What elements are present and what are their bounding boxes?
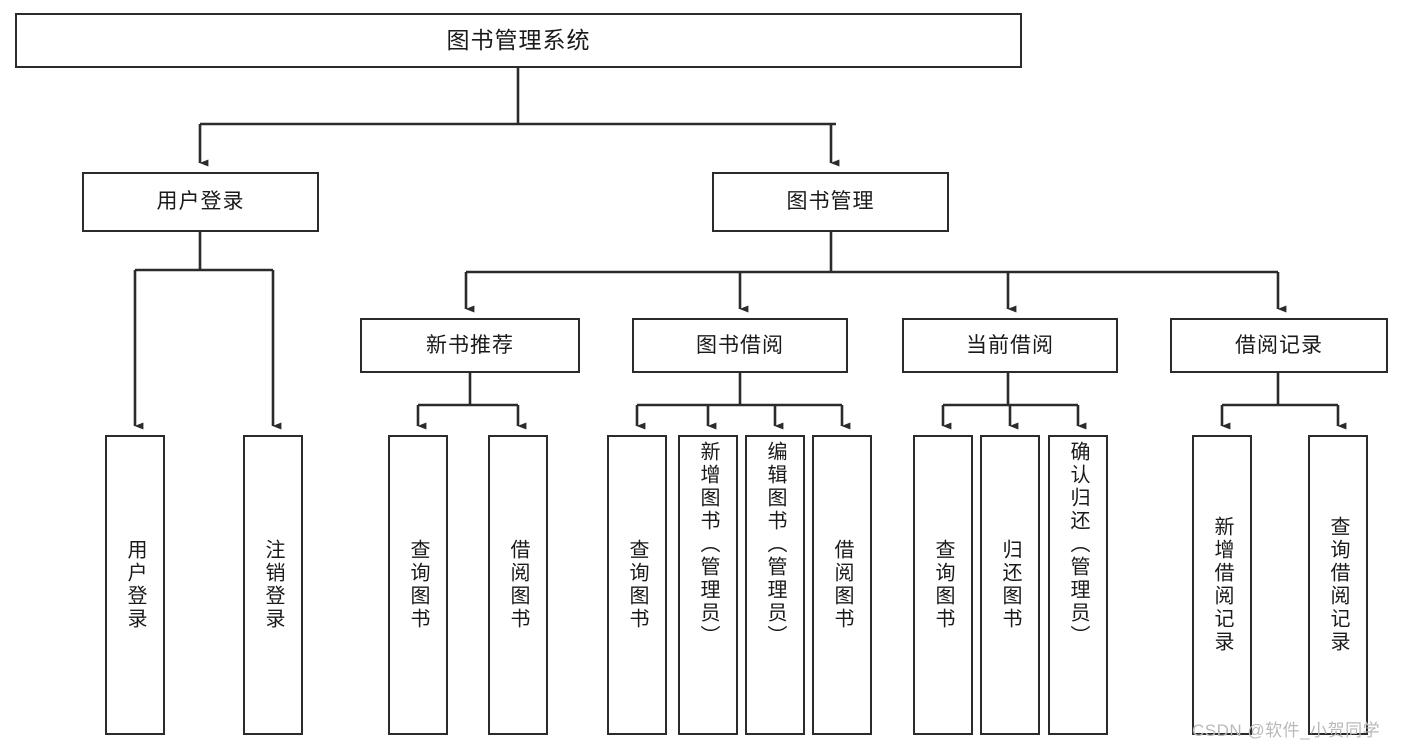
node-label: 借阅记录	[1235, 333, 1323, 357]
node-label: 借阅图书	[831, 539, 853, 631]
node-label: 新增借阅记录	[1211, 516, 1233, 654]
node-label: 查询图书	[626, 539, 648, 631]
node-label: 确认归还（管理员）	[1067, 441, 1089, 648]
node-borrow-record[interactable]: 借阅记录	[1170, 318, 1388, 373]
node-leaf-query-book-2[interactable]: 查询图书	[607, 435, 667, 735]
node-user-login[interactable]: 用户登录	[82, 172, 319, 232]
node-leaf-add-book-admin[interactable]: 新增图书（管理员）	[678, 435, 738, 735]
node-leaf-query-book-3[interactable]: 查询图书	[913, 435, 973, 735]
node-new-book-recommend[interactable]: 新书推荐	[360, 318, 580, 373]
node-label: 编辑图书（管理员）	[764, 441, 786, 648]
node-label: 当前借阅	[966, 333, 1054, 357]
node-leaf-return-book[interactable]: 归还图书	[980, 435, 1040, 735]
node-root-book-management-system[interactable]: 图书管理系统	[15, 13, 1022, 68]
node-label: 归还图书	[999, 539, 1021, 631]
node-leaf-borrow-book-2[interactable]: 借阅图书	[812, 435, 872, 735]
node-leaf-confirm-return-admin[interactable]: 确认归还（管理员）	[1048, 435, 1108, 735]
node-label: 注销登录	[262, 539, 284, 631]
node-label: 借阅图书	[507, 539, 529, 631]
node-leaf-edit-book-admin[interactable]: 编辑图书（管理员）	[745, 435, 805, 735]
node-label: 查询图书	[407, 539, 429, 631]
node-leaf-borrow-book-1[interactable]: 借阅图书	[488, 435, 548, 735]
node-leaf-query-book-1[interactable]: 查询图书	[388, 435, 448, 735]
node-label: 新增图书（管理员）	[697, 441, 719, 648]
node-book-borrow[interactable]: 图书借阅	[632, 318, 848, 373]
node-leaf-logout[interactable]: 注销登录	[243, 435, 303, 735]
node-label: 用户登录	[156, 190, 245, 214]
node-label: 图书管理	[786, 190, 875, 214]
node-label: 查询图书	[932, 539, 954, 631]
node-book-manage[interactable]: 图书管理	[712, 172, 949, 232]
node-leaf-add-borrow-record[interactable]: 新增借阅记录	[1192, 435, 1252, 735]
node-leaf-query-borrow-record[interactable]: 查询借阅记录	[1308, 435, 1368, 735]
node-current-borrow[interactable]: 当前借阅	[902, 318, 1118, 373]
node-label: 查询借阅记录	[1327, 516, 1349, 654]
node-label: 用户登录	[124, 539, 146, 631]
node-leaf-user-login[interactable]: 用户登录	[105, 435, 165, 735]
node-label: 新书推荐	[426, 333, 514, 357]
node-label: 图书管理系统	[446, 26, 591, 53]
node-label: 图书借阅	[696, 333, 784, 357]
